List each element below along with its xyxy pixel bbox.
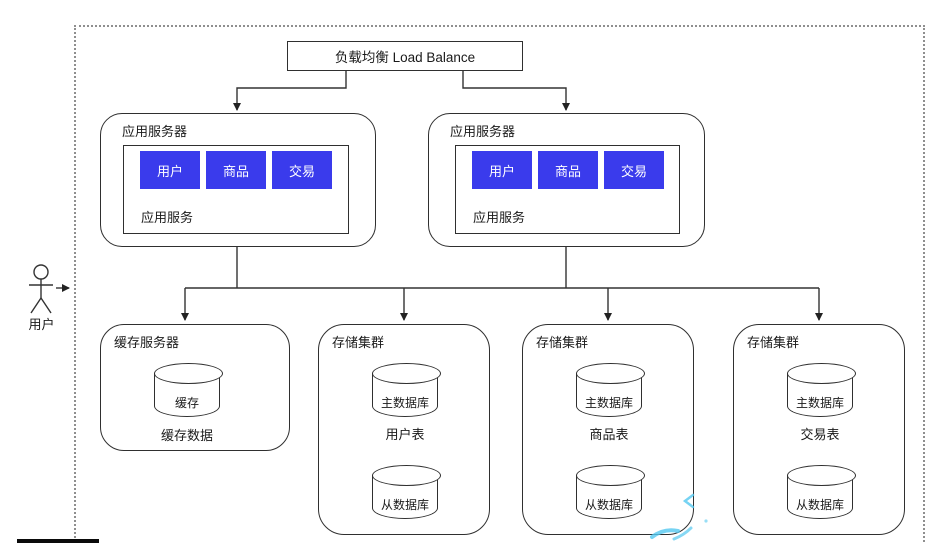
master-db-cylinder database-cylinder-icon[interactable]: 主数据库 — [575, 363, 645, 417]
actor-user-label: 用户 — [28, 317, 55, 332]
app-server-node-2[interactable]: 应用服务器 用户 商品 交易 应用服务 — [428, 113, 705, 247]
master-db-label: 主数据库 — [380, 396, 429, 410]
user-stick-figure-icon[interactable] — [29, 264, 53, 314]
service-chip-label: 商品 — [554, 163, 581, 179]
master-db-label: 主数据库 — [795, 396, 844, 410]
service-chip-label: 交易 — [620, 163, 647, 179]
app-service-group-label: 应用服务 — [473, 210, 526, 225]
cache-data-label: 缓存数据 — [160, 428, 213, 443]
cache-cylinder-label: 缓存 — [174, 396, 199, 410]
master-db-cylinder database-cylinder-icon[interactable]: 主数据库 — [371, 363, 441, 417]
cache-server-node[interactable]: 缓存服务器 缓存 缓存数据 — [100, 324, 290, 451]
service-chip-user[interactable]: 用户 — [140, 151, 200, 189]
app-service-group-label: 应用服务 — [141, 210, 194, 225]
slave-db-label: 从数据库 — [795, 498, 844, 512]
load-balancer-label: 负载均衡 Load Balance — [334, 50, 476, 65]
storage-cluster-node-2[interactable]: 存储集群 主数据库 商品表 从数据库 — [522, 324, 694, 535]
cache-cylinder database-cylinder-icon[interactable]: 缓存 — [153, 363, 223, 417]
service-chip-user[interactable]: 用户 — [472, 151, 532, 189]
app-server-title: 应用服务器 — [450, 124, 516, 139]
app-service-panel[interactable]: 用户 商品 交易 应用服务 — [455, 145, 680, 234]
diagram-boundary-frame — [74, 25, 925, 543]
service-chip-label: 交易 — [288, 163, 315, 179]
table-name-label: 商品表 — [589, 427, 629, 442]
service-chip-label: 商品 — [222, 163, 249, 179]
slave-db-label: 从数据库 — [380, 498, 429, 512]
storage-cluster-node-1[interactable]: 存储集群 主数据库 用户表 从数据库 — [318, 324, 490, 535]
slave-db-cylinder database-cylinder-icon[interactable]: 从数据库 — [371, 465, 441, 519]
service-chip-trade[interactable]: 交易 — [272, 151, 332, 189]
app-service-panel[interactable]: 用户 商品 交易 应用服务 — [123, 145, 349, 234]
storage-cluster-node-3[interactable]: 存储集群 主数据库 交易表 从数据库 — [733, 324, 905, 535]
service-chip-label: 用户 — [488, 163, 515, 179]
master-db-cylinder database-cylinder-icon[interactable]: 主数据库 — [786, 363, 856, 417]
cache-server-title: 缓存服务器 — [114, 335, 180, 350]
slave-db-cylinder database-cylinder-icon[interactable]: 从数据库 — [575, 465, 645, 519]
service-chip-product[interactable]: 商品 — [206, 151, 266, 189]
storage-cluster-title: 存储集群 — [332, 335, 385, 350]
load-balancer-node[interactable]: 负载均衡 Load Balance — [287, 41, 523, 71]
master-db-label: 主数据库 — [584, 396, 633, 410]
storage-cluster-title: 存储集群 — [536, 335, 589, 350]
service-chip-label: 用户 — [156, 163, 183, 179]
app-server-title: 应用服务器 — [122, 124, 188, 139]
app-server-node-1[interactable]: 应用服务器 用户 商品 交易 应用服务 — [100, 113, 376, 247]
slave-db-label: 从数据库 — [584, 498, 633, 512]
table-name-label: 交易表 — [800, 427, 840, 442]
service-chip-product[interactable]: 商品 — [538, 151, 598, 189]
table-name-label: 用户表 — [385, 427, 425, 442]
slave-db-cylinder database-cylinder-icon[interactable]: 从数据库 — [786, 465, 856, 519]
bottom-left-black-bar — [17, 539, 99, 543]
storage-cluster-title: 存储集群 — [747, 335, 800, 350]
service-chip-trade[interactable]: 交易 — [604, 151, 664, 189]
